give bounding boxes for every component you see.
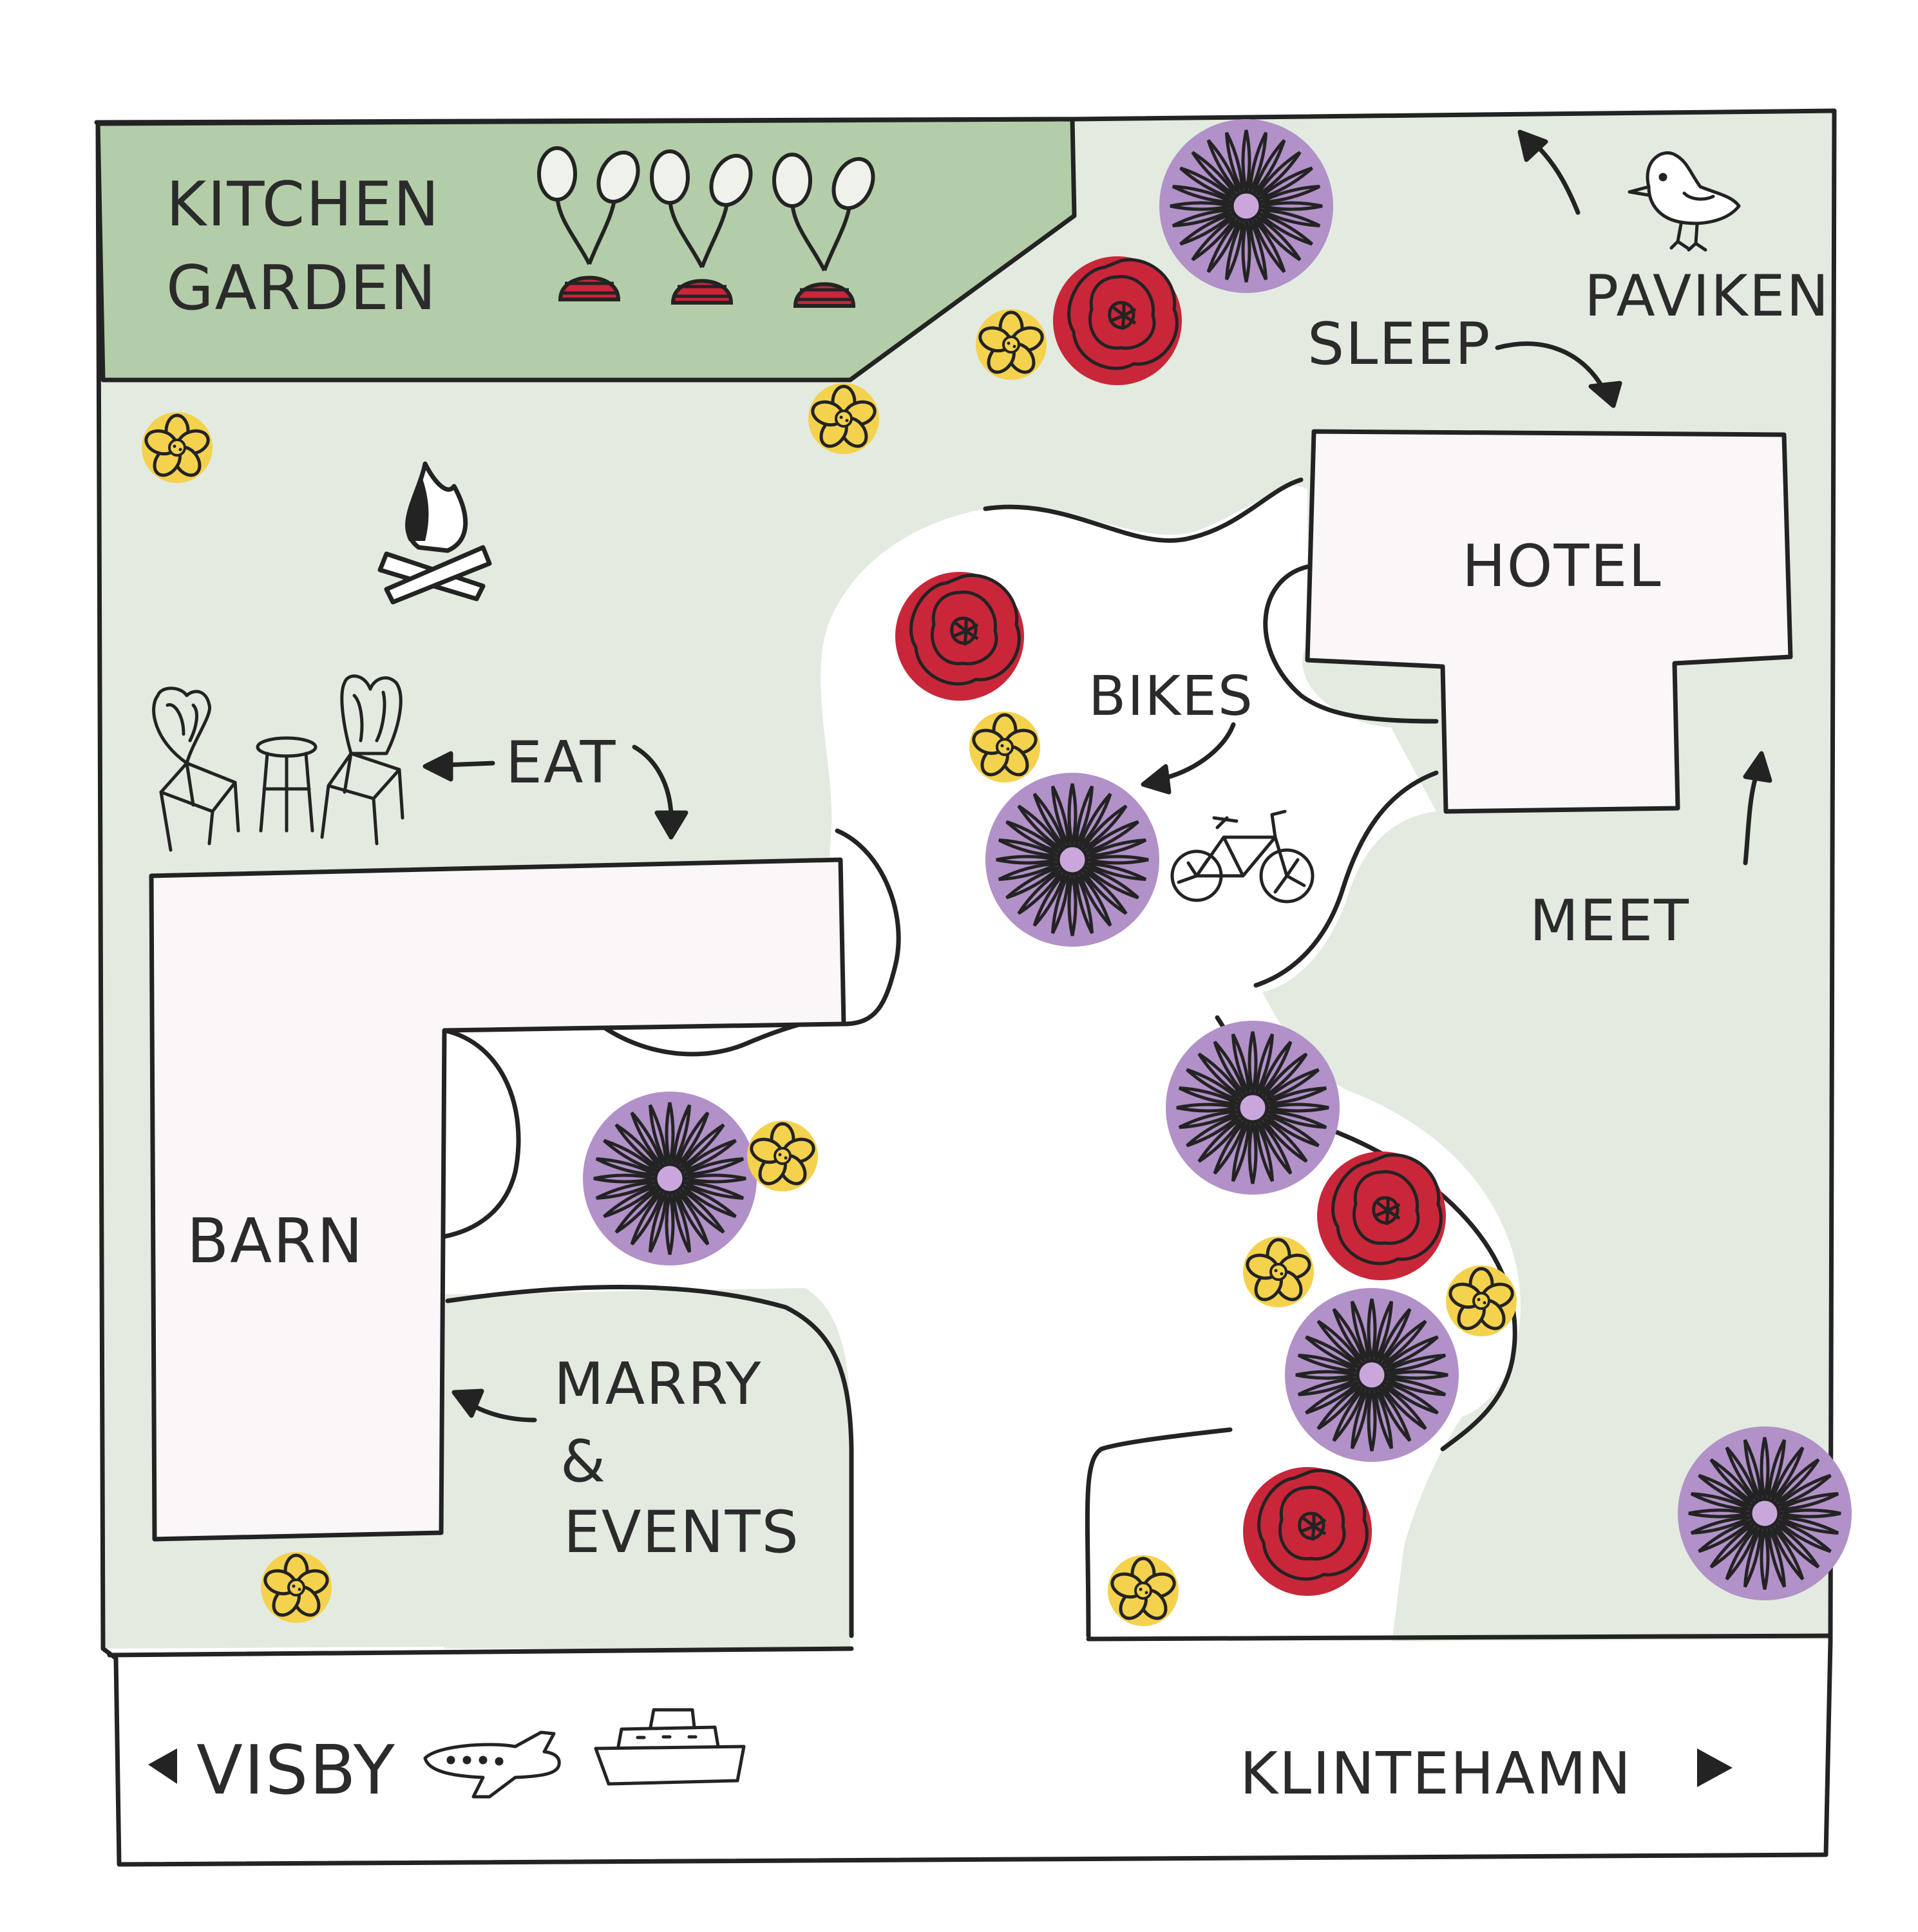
arrow-to-paviken [1533, 142, 1581, 215]
kitchen-garden-label-line2: GARDEN [166, 253, 437, 324]
visby-label[interactable]: VISBY [196, 1731, 396, 1810]
left-direction-arrow[interactable] [148, 1748, 177, 1784]
bistro-chairs-icon [152, 674, 404, 852]
yellow-flower-icon [976, 309, 1047, 380]
sleep-label: SLEEP [1307, 310, 1491, 378]
daisy-icon [1285, 1288, 1459, 1462]
map-border [94, 108, 1837, 1867]
yellow-flower-icon [1446, 1265, 1517, 1336]
hotel-building[interactable] [1305, 429, 1793, 814]
arrow-meet-to-hotel [1743, 770, 1760, 866]
paviken-label: PAVIKEN [1584, 263, 1830, 329]
daisy-icon [583, 1092, 757, 1265]
yellow-flower-icon [969, 712, 1040, 782]
barn-building[interactable] [149, 857, 846, 1542]
meet-label: MEET [1530, 887, 1690, 954]
bird-icon [1628, 151, 1741, 252]
right-direction-arrow[interactable] [1697, 1748, 1733, 1787]
labels: KITCHEN GARDEN PAVIKEN SLEEP HOTEL BIKES… [166, 169, 1830, 1810]
marry-label-line2: & [560, 1428, 607, 1495]
poppy-icon [1053, 256, 1182, 385]
daisy-icon [1159, 119, 1333, 293]
daisy-icon [1678, 1426, 1852, 1600]
yellow-flower-icon [1108, 1555, 1179, 1626]
hotel-label: HOTEL [1462, 533, 1662, 600]
arrow-bikes-to-bicycle [1157, 722, 1236, 782]
arrow-sleep-to-hotel [1495, 341, 1606, 392]
path-outlines [442, 477, 1517, 1638]
arrow-eat-to-barn [632, 744, 674, 817]
yellow-flower-icon [1243, 1236, 1314, 1307]
yellow-flower-icon [261, 1552, 332, 1623]
poppy-icon [1317, 1151, 1446, 1280]
airplane-icon [423, 1730, 561, 1799]
yellow-flower-icon [808, 383, 879, 454]
bicycle-icon [1170, 810, 1315, 904]
marry-label-line3: EVENTS [564, 1499, 800, 1566]
ferry-icon [594, 1708, 746, 1786]
yellow-flower-icon [142, 412, 213, 483]
marry-label-line1: MARRY [554, 1350, 763, 1418]
poppy-icon [895, 572, 1024, 701]
kitchen-garden-label-line1: KITCHEN [166, 169, 441, 240]
marry-area-bg [444, 1290, 850, 1649]
map-bottom-divider [107, 1633, 1832, 1658]
yellow-flower-icon [747, 1121, 818, 1191]
eat-label: EAT [506, 729, 616, 797]
campfire-icon [377, 461, 492, 605]
bikes-label: BIKES [1088, 665, 1254, 728]
arrows [423, 129, 1772, 1423]
barn-label: BARN [187, 1206, 364, 1277]
daisy-icon [1166, 1021, 1340, 1195]
klintehamn-label[interactable]: KLINTEHAMN [1240, 1740, 1632, 1808]
daisy-icon [985, 773, 1159, 947]
poppy-icon [1243, 1467, 1372, 1596]
